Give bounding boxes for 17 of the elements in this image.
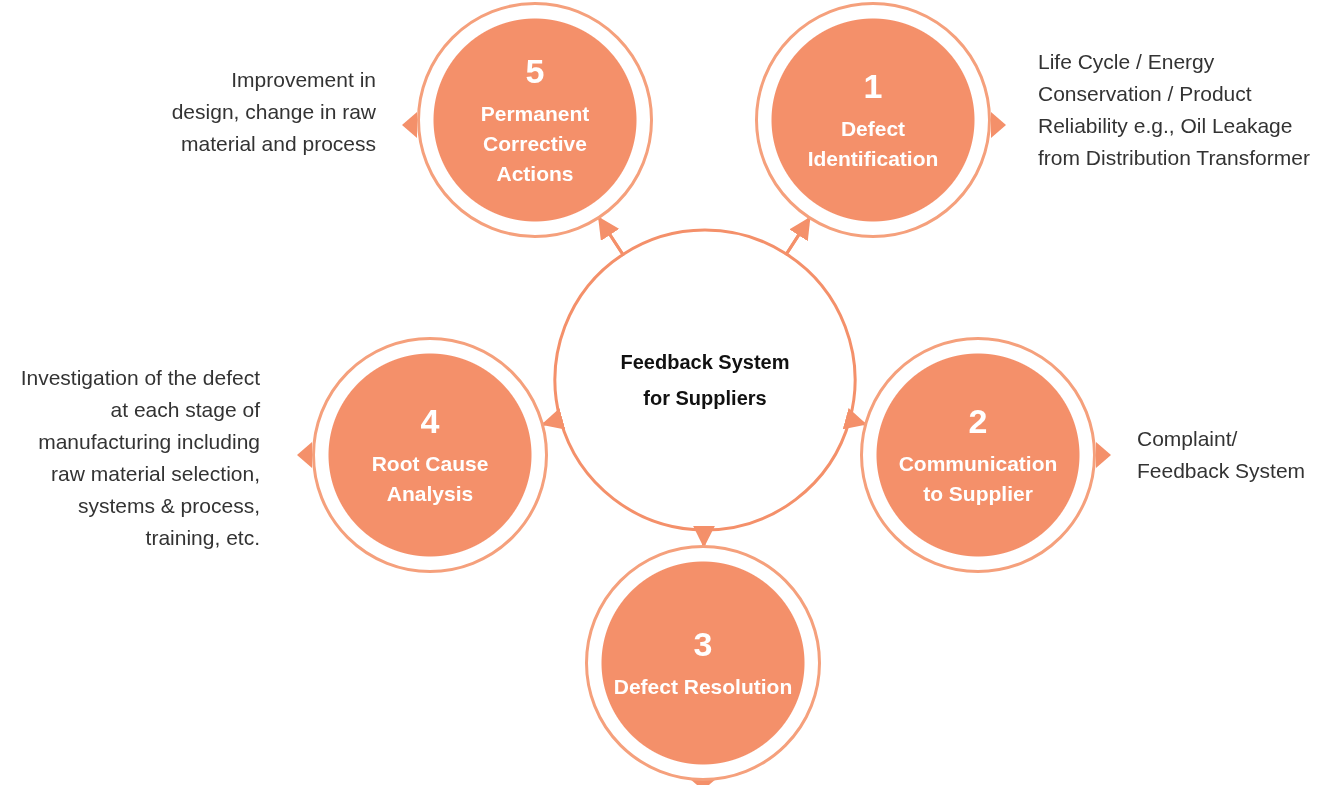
description-text: Complaint/ Feedback System [1137,426,1307,484]
step-title: Defect Identification [806,116,940,172]
arrow [598,216,811,256]
step-title: Permanent Corrective Actions [479,101,591,187]
step-title: Communication to Supplier [897,451,1059,507]
step-number: 4 [420,401,440,441]
description-text: Life Cycle / Energy Conservation / Product Reliability e.g., Oil Leakage from Distribution Transformer [1038,49,1311,171]
step-number: 2 [968,401,988,441]
description-text: Improvement in design, change in raw material and process [170,67,376,157]
step-title: Defect Resolution [613,674,793,700]
step-number: 1 [863,66,883,106]
step-title: Root Cause Analysis [370,451,490,507]
step-number: 3 [693,624,713,664]
description-text: Investigation of the defect at each stage of manufacturing including raw material selection, systems & process, training, etc. [19,365,260,551]
arrow [543,216,625,426]
step-number: 5 [525,51,545,91]
center-title: Feedback System for Suppliers [610,344,800,416]
